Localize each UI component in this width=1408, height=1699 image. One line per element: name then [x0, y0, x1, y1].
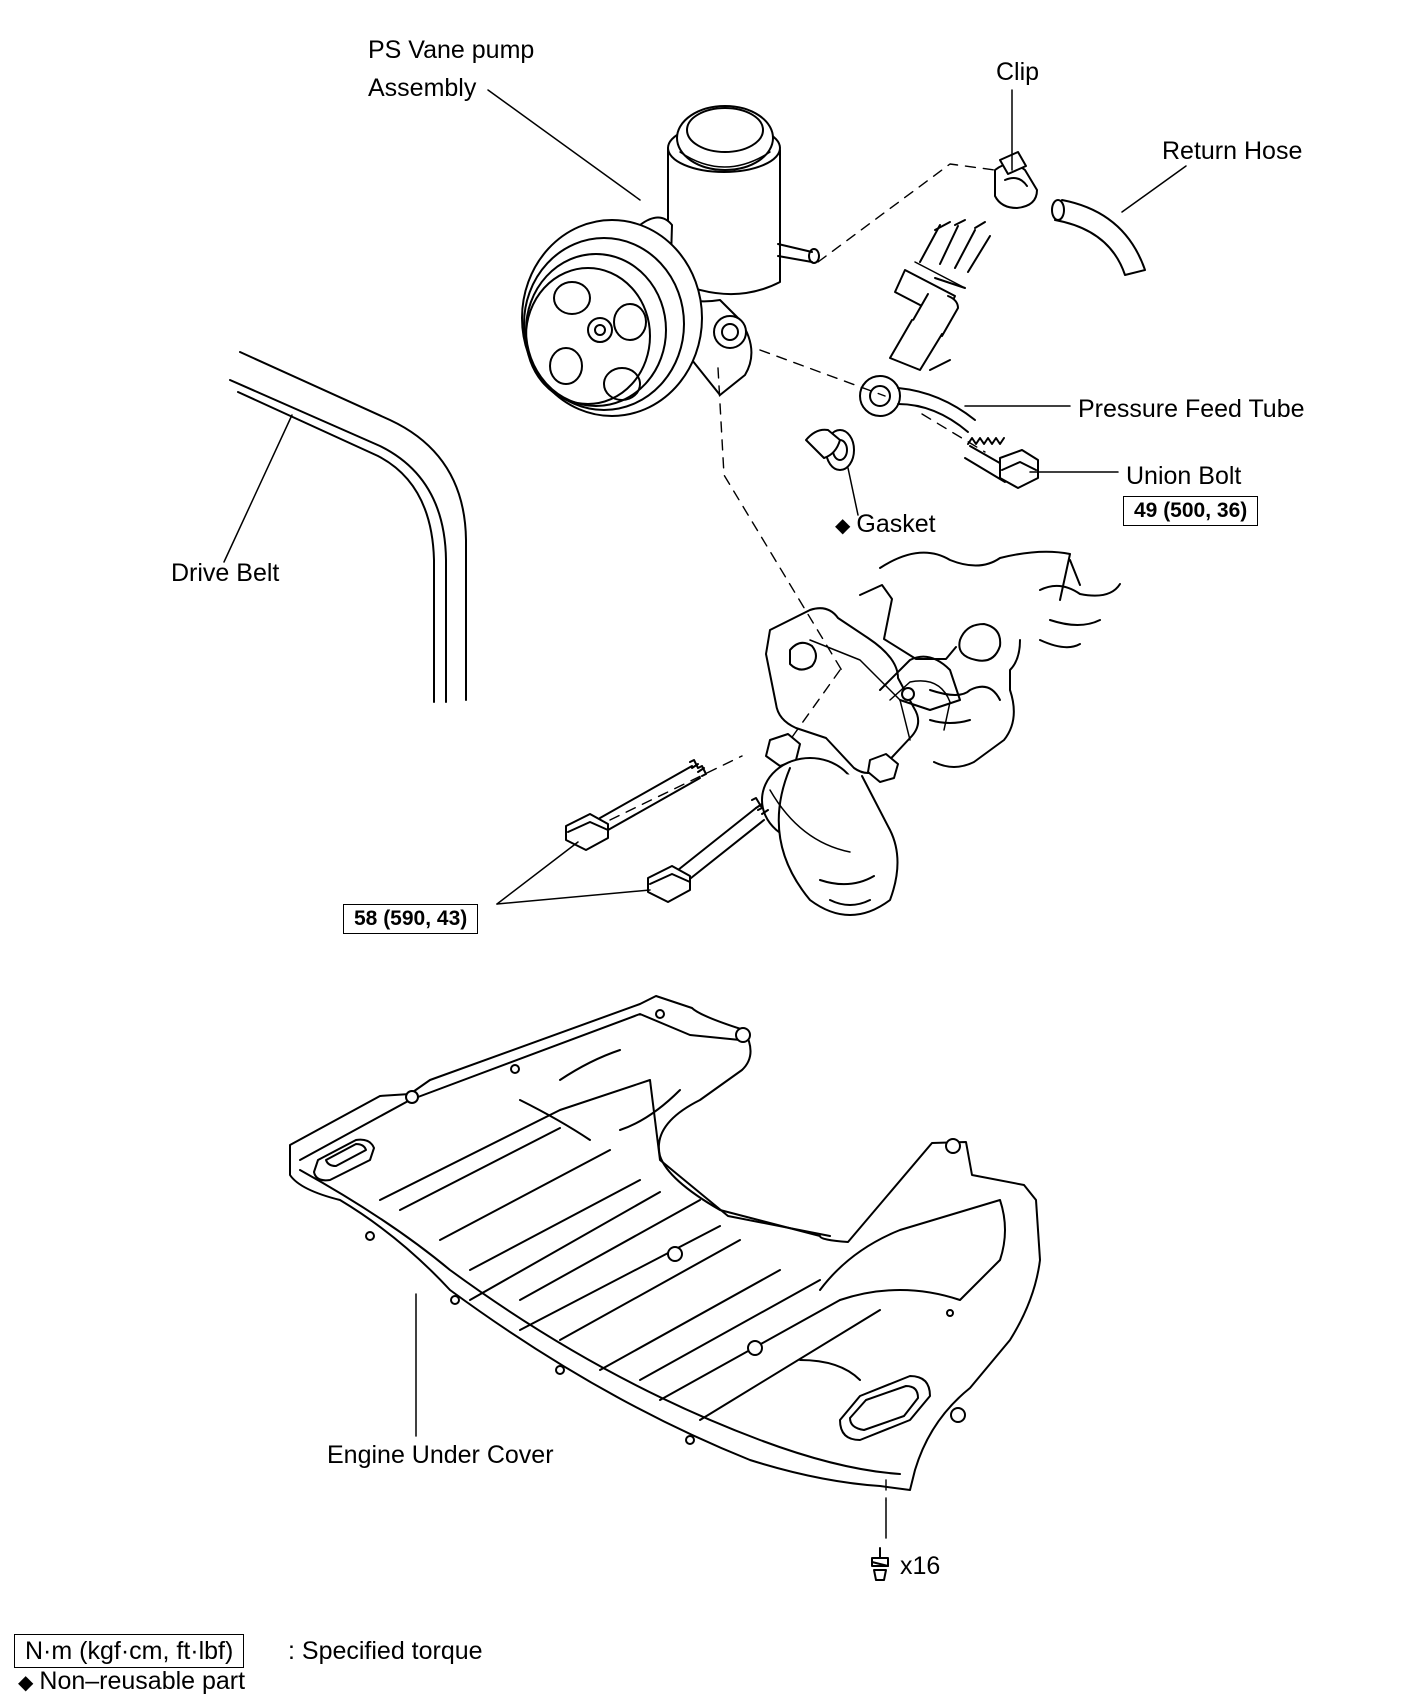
union-bolt-torque-spec: 49 (500, 36)	[1123, 496, 1259, 526]
engine-under-cover-label: Engine Under Cover	[327, 1441, 554, 1469]
gasket-label-text: Gasket	[856, 510, 936, 538]
pressure-feed-tube-label: Pressure Feed Tube	[1078, 395, 1305, 423]
gasket-drawing	[805, 428, 855, 471]
ps-vane-pump-label-line2: Assembly	[368, 74, 477, 102]
clip-drawing	[994, 151, 1038, 209]
return-hose-label: Return Hose	[1162, 137, 1303, 165]
clip-label: Clip	[996, 58, 1040, 86]
drive-belt-drawing	[229, 351, 467, 703]
bracket-bolt-torque-spec: 58 (590, 43)	[343, 904, 479, 934]
pressure-feed-tube-drawing	[859, 219, 991, 433]
ps-vane-pump-label-line1: PS Vane pump	[368, 36, 535, 64]
bracket-bolts-drawing	[565, 759, 769, 903]
drive-belt-label: Drive Belt	[171, 559, 280, 587]
legend-torque-desc: : Specified torque	[288, 1637, 483, 1665]
ps-vane-pump-drawing	[521, 105, 820, 417]
legend-nonreusable-text: Non–reusable part	[39, 1667, 246, 1695]
fastener-count-label: x16	[900, 1552, 941, 1580]
engine-under-cover-drawing	[289, 995, 1041, 1491]
alignment-dashes	[609, 163, 996, 1501]
union-bolt-drawing	[964, 437, 1039, 489]
legend-diamond-icon: ◆	[18, 1672, 34, 1694]
gasket-label: ◆Gasket	[835, 509, 936, 541]
return-hose-drawing	[1051, 199, 1146, 276]
clip-fastener-icon	[871, 1547, 889, 1581]
legend-torque-unit-box: N·m (kgf·cm, ft·lbf)	[14, 1634, 245, 1668]
leader-lines	[223, 89, 1187, 1539]
union-bolt-label: Union Bolt	[1126, 462, 1242, 490]
engine-bracket-drawing	[761, 550, 1121, 916]
legend-nonreusable: ◆Non–reusable part	[18, 1666, 245, 1698]
non-reusable-diamond-icon: ◆	[835, 515, 851, 537]
